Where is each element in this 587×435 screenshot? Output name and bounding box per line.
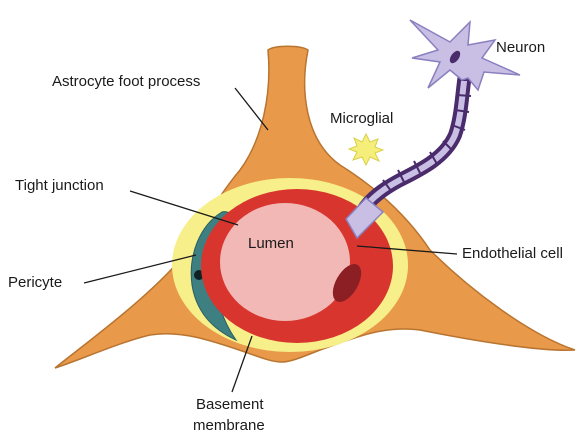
label-tight-junction: Tight junction	[15, 177, 104, 194]
label-basement-membrane-line2: membrane	[193, 417, 265, 434]
neuron-axon	[362, 68, 472, 212]
microglial-cell	[349, 134, 383, 165]
lumen	[220, 203, 350, 321]
label-microglial: Microglial	[330, 110, 393, 127]
label-astrocyte-foot-process: Astrocyte foot process	[52, 73, 200, 90]
label-lumen: Lumen	[248, 235, 294, 252]
label-basement-membrane-line1: Basement	[196, 396, 264, 413]
label-endothelial-cell: Endothelial cell	[462, 245, 563, 262]
label-pericyte: Pericyte	[8, 274, 62, 291]
label-neuron: Neuron	[496, 39, 545, 56]
astrocyte-leader	[235, 88, 268, 130]
